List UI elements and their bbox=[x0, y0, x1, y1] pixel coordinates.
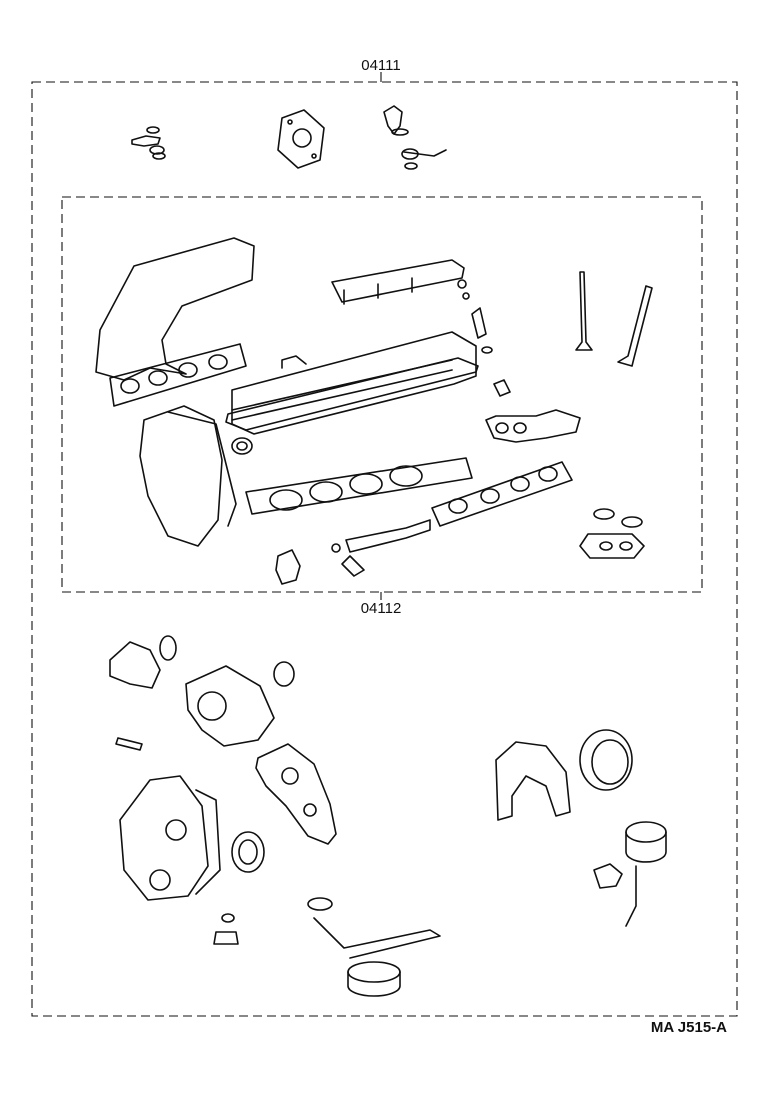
timing-cover-part bbox=[119, 775, 221, 901]
bolt-part bbox=[115, 737, 143, 751]
flange-gasket-part bbox=[277, 109, 325, 169]
exhaust-ring-gasket-part bbox=[579, 508, 645, 559]
water-outlet-part bbox=[109, 635, 177, 689]
rear-oil-seal-retainer-gasket-part bbox=[495, 741, 571, 821]
inner-kit-label: 04112 bbox=[361, 600, 402, 617]
throttle-body-gasket-part bbox=[485, 379, 581, 443]
valve-part bbox=[575, 271, 653, 367]
intake-manifold-gasket-part bbox=[95, 237, 255, 407]
water-bypass-pipe-part bbox=[331, 519, 431, 577]
timing-cover-gasket-part bbox=[139, 405, 237, 547]
oil-strainer-part bbox=[307, 897, 441, 997]
valve-cover-gasket-part bbox=[225, 357, 479, 431]
outer-kit-frame bbox=[31, 72, 738, 1017]
water-pump-part bbox=[185, 661, 295, 747]
timing-chain-cover-gasket-part bbox=[255, 743, 337, 845]
crankshaft-rear-seal-part bbox=[579, 729, 633, 791]
exhaust-manifold-gasket-part bbox=[431, 461, 573, 527]
inner-kit-frame bbox=[61, 196, 703, 600]
small-gasket-set-part bbox=[131, 126, 166, 160]
crankshaft-front-seal-part bbox=[231, 831, 265, 873]
fuel-rail-injector-part bbox=[331, 259, 493, 354]
figure-code: MA J515-A bbox=[651, 1019, 727, 1036]
drain-plug-part bbox=[213, 913, 239, 945]
sensor-and-washers-part bbox=[383, 105, 447, 170]
oil-seal-part bbox=[231, 437, 253, 455]
head-gasket-part bbox=[245, 457, 473, 515]
egr-valve-part bbox=[593, 821, 667, 927]
small-gasket-part bbox=[275, 549, 301, 585]
outer-kit-label: 04111 bbox=[361, 57, 401, 74]
